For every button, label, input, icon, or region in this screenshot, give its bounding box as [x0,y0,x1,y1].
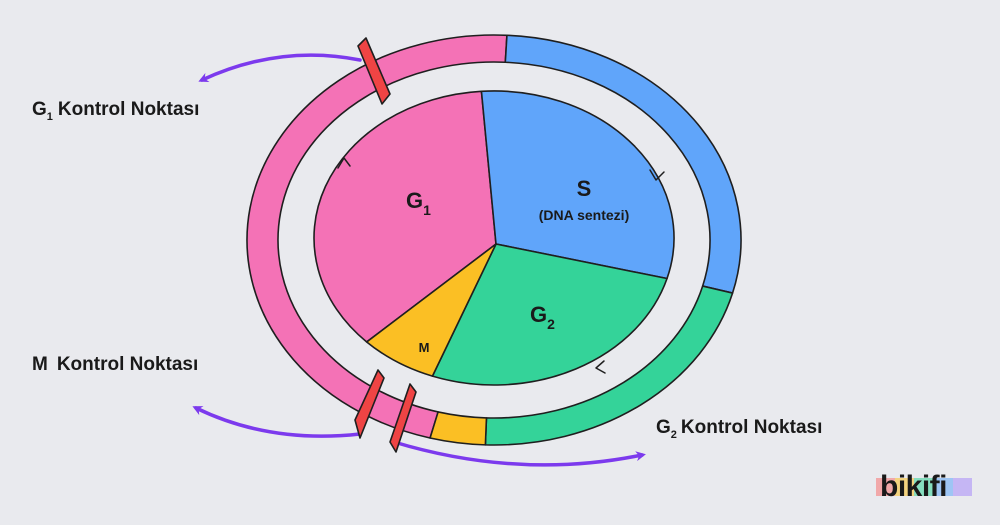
m-phase-label: M [419,340,430,355]
g2-checkpoint-arrow [392,440,646,467]
direction-arrow-g1 [337,157,351,169]
g2-phase-label: G2 [530,302,555,332]
g1-checkpoint-marker [357,37,391,105]
outer-ring-m [429,411,488,446]
outer-ring [246,34,742,446]
phase-pie [313,90,675,386]
brand-logo: bikifi [876,469,976,505]
m-checkpoint-marker [354,369,385,439]
s-phase-note: (DNA sentezi) [539,207,630,223]
g2-checkpoint-marker [389,383,417,453]
direction-arrow-s [649,169,665,181]
m-checkpoint-arrow [192,406,362,438]
pie-slice-s [480,90,675,280]
direction-arrow-g2 [595,360,606,374]
g1-checkpoint-arrow [198,53,362,83]
g1-phase-label: G1 [406,188,431,218]
s-phase-label: S [577,176,592,201]
pie-slice-m [365,243,497,377]
brand-name: bikifi [880,470,948,503]
pie-slice-g1 [313,90,497,343]
logo-color-bars [876,478,973,496]
pie-slice-g2 [431,243,668,386]
